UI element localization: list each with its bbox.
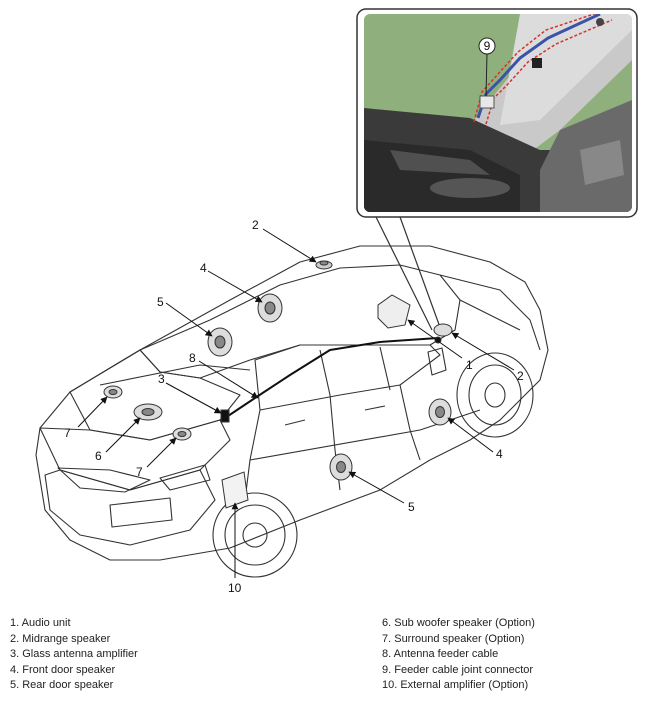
midrange-speaker-right xyxy=(433,323,453,337)
legend-item: 7. Surround speaker (Option) xyxy=(382,632,525,645)
connector-inset: 9 xyxy=(356,8,638,331)
callout-2-top: 2 xyxy=(252,218,259,232)
callout-3: 3 xyxy=(158,372,165,386)
callout-5-top: 5 xyxy=(157,295,164,309)
callout-1: 1 xyxy=(466,358,473,372)
legend-item: 6. Sub woofer speaker (Option) xyxy=(382,617,535,629)
legend-item: 5. Rear door speaker xyxy=(10,679,114,692)
legend-right: 6. Sub woofer speaker (Option) 7. Surrou… xyxy=(382,616,535,694)
legend-item: 3. Glass antenna amplifier xyxy=(10,648,138,661)
callout-numbers: 2 4 5 8 3 7 6 7 1 2 4 5 10 xyxy=(64,218,524,595)
legend-item: 10. External amplifier (Option) xyxy=(382,679,529,692)
legend-item: 9. Feeder cable joint connector xyxy=(382,663,534,676)
speaker-location-diagram: 9 xyxy=(35,8,638,595)
legend-left: 1. Audio unit 2. Midrange speaker 3. Gla… xyxy=(10,616,138,694)
legend-item: 8. Antenna feeder cable xyxy=(382,648,499,661)
callout-7-right: 7 xyxy=(136,465,143,479)
callout-4-top: 4 xyxy=(200,261,207,275)
callout-8: 8 xyxy=(189,351,196,365)
legend-item: 1. Audio unit xyxy=(10,617,71,629)
car-line-art xyxy=(35,245,549,578)
audio-unit xyxy=(377,294,411,329)
callout-6: 6 xyxy=(95,449,102,463)
legend-item: 4. Front door speaker xyxy=(10,663,116,676)
glass-antenna-amplifier xyxy=(220,409,230,423)
callout-9: 9 xyxy=(484,39,491,53)
leader-lines xyxy=(77,228,515,578)
callout-10: 10 xyxy=(228,581,242,595)
callout-2-right: 2 xyxy=(517,369,524,383)
callout-5-bottom: 5 xyxy=(408,500,415,514)
callout-4-right: 4 xyxy=(496,447,503,461)
legend-item: 2. Midrange speaker xyxy=(10,632,111,645)
components xyxy=(103,260,453,509)
external-amplifier xyxy=(221,471,249,509)
callout-7-left: 7 xyxy=(64,426,71,440)
